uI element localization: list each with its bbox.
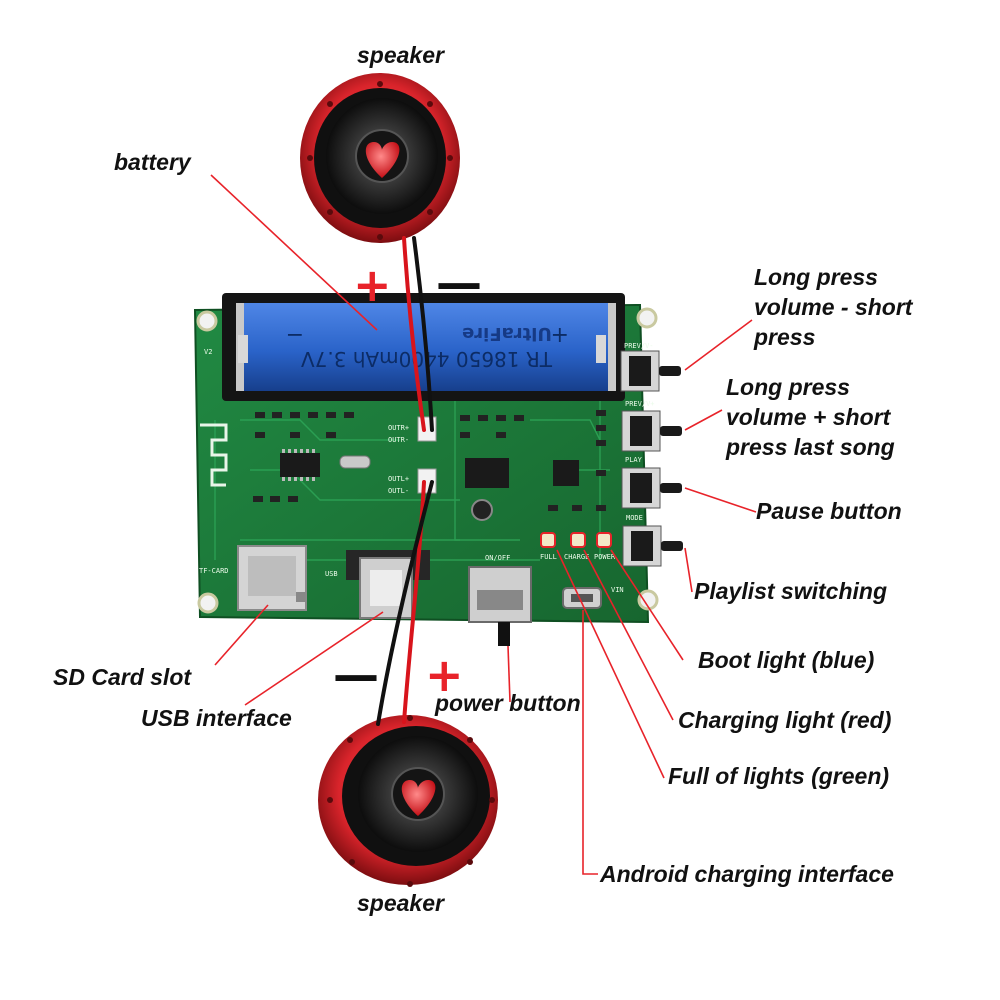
speaker-wires	[376, 236, 434, 726]
top-plus-sign: +	[353, 258, 392, 312]
status-leds: FULL CHARGE POWER	[540, 532, 616, 561]
outr-minus-label: OUTR-	[388, 436, 409, 444]
leader-android	[582, 610, 598, 875]
micro-usb-port: VIN	[562, 586, 624, 609]
mode-button-label: MODE	[626, 514, 643, 522]
usb-board-label: USB	[325, 570, 338, 578]
pause-button-label: Pause button	[756, 498, 902, 524]
next-label-line2: volume + short	[726, 404, 891, 430]
playlist-switching-label: Playlist switching	[694, 578, 887, 604]
prev-label-line2: volume - short	[754, 294, 913, 320]
smd-components	[253, 410, 606, 521]
android-charging-label: Android charging interface	[600, 861, 894, 887]
charging-light-label: Charging light (red)	[678, 707, 892, 733]
outl-plus-label: OUTL+	[388, 475, 409, 483]
charge-led-label: CHARGE	[564, 553, 589, 561]
battery-minus-mark: −	[286, 322, 304, 347]
leader-playlist	[684, 547, 693, 593]
battery-plus-mark: +	[551, 322, 569, 347]
play-button-label: PLAY	[625, 456, 643, 464]
prev-label-line1: Long press	[754, 264, 878, 290]
bottom-plus-sign: +	[425, 648, 464, 702]
leader-charging-light	[583, 549, 674, 721]
tf-card-label: TF-CARD	[199, 567, 229, 575]
speaker-top-label: speaker	[357, 42, 444, 68]
leader-sd-card	[214, 604, 269, 666]
bottom-minus-sign: —	[333, 648, 379, 702]
leader-full-light	[556, 549, 665, 779]
leader-battery	[210, 174, 378, 331]
tf-card-slot: TF-CARD	[199, 545, 307, 611]
usb-interface-label: USB interface	[141, 705, 292, 731]
tact-buttons: PREV/V- PREV/V+ PLAY MODE	[620, 342, 683, 567]
sd-card-slot-label: SD Card slot	[53, 664, 192, 690]
full-light-label: Full of lights (green)	[668, 763, 890, 789]
board-version-label: V2	[204, 348, 212, 356]
leader-boot-light	[610, 549, 684, 661]
battery-label: battery	[114, 149, 191, 175]
leader-usb	[244, 611, 384, 706]
next-label-line1: Long press	[726, 374, 850, 400]
vin-label: VIN	[611, 586, 624, 594]
next-button-label: PREV/V+	[625, 400, 655, 408]
power-button-label: power button	[435, 690, 581, 716]
boot-light-label: Boot light (blue)	[698, 647, 875, 673]
full-led-label: FULL	[540, 553, 557, 561]
power-led-label: POWER	[594, 553, 616, 561]
prev-label-line3: press	[754, 324, 816, 350]
leader-power	[507, 645, 511, 703]
speaker-bottom-label: speaker	[357, 890, 444, 916]
top-minus-sign: —	[436, 256, 482, 310]
leader-next	[684, 409, 723, 431]
outr-plus-label: OUTR+	[388, 424, 409, 432]
battery-brand-text: UltraFire	[462, 323, 552, 344]
speaker-top	[300, 73, 460, 243]
outl-minus-label: OUTL-	[388, 487, 409, 495]
power-switch: ON/OFF	[468, 554, 532, 646]
prev-button-label: PREV/V-	[624, 342, 654, 350]
leader-pause	[684, 487, 757, 513]
speaker-bottom	[318, 715, 498, 887]
next-label-line3: press last song	[726, 434, 895, 460]
leader-prev	[684, 319, 753, 371]
leader-lines	[210, 174, 757, 875]
on-off-label: ON/OFF	[485, 554, 510, 562]
usb-port: USB	[325, 550, 430, 619]
